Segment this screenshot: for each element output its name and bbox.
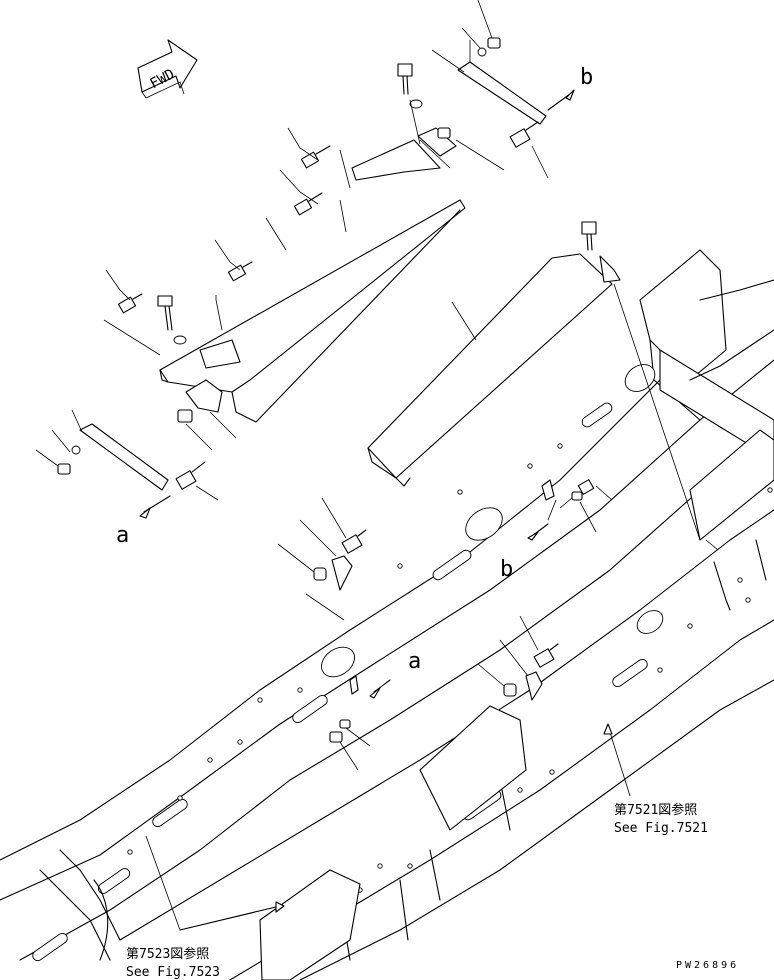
upper-cover-right <box>367 221 621 487</box>
bolt-icon <box>175 461 206 490</box>
bolt-icon <box>581 221 597 251</box>
ref-7523-ja: 第7523図参照 <box>126 946 209 962</box>
nut-icon <box>329 731 343 743</box>
nut-icon <box>313 567 327 581</box>
nut-icon <box>487 37 501 49</box>
mid-hardware <box>139 283 719 931</box>
bolt-icon <box>397 63 413 95</box>
upper-right-hardware <box>397 0 575 179</box>
upper-left-hardware <box>35 127 351 501</box>
ref-label-a-top: a <box>116 523 129 548</box>
ref-label-b-mid: b <box>500 557 513 582</box>
nut-icon <box>437 127 451 139</box>
ref-label-b-top: b <box>580 65 593 90</box>
drawing-code: PW26896 <box>676 960 739 971</box>
fwd-arrow-icon: FWD <box>137 39 198 99</box>
bolt-icon <box>577 479 595 495</box>
nut-icon <box>503 683 517 697</box>
bolt-icon <box>227 261 253 282</box>
bolt-icon <box>509 121 539 148</box>
ref-7521-ja: 第7521図参照 <box>614 802 697 818</box>
main-frame <box>0 249 774 980</box>
ref-label-a-mid: a <box>408 649 421 674</box>
bolt-icon <box>117 293 143 314</box>
nut-icon <box>177 409 193 423</box>
upper-cover-left <box>159 139 466 423</box>
bolt-icon <box>533 643 559 668</box>
bolt-icon <box>300 145 331 169</box>
washer-icon <box>409 99 423 109</box>
nut-icon <box>57 463 71 475</box>
nut-icon <box>571 491 583 501</box>
nut-icon <box>339 719 351 729</box>
washer-icon <box>173 335 187 345</box>
ref-7521-en: See Fig.7521 <box>614 821 708 836</box>
bolt-icon <box>157 295 173 331</box>
ref-7523-en: See Fig.7523 <box>126 965 220 980</box>
bolt-icon <box>341 529 367 554</box>
